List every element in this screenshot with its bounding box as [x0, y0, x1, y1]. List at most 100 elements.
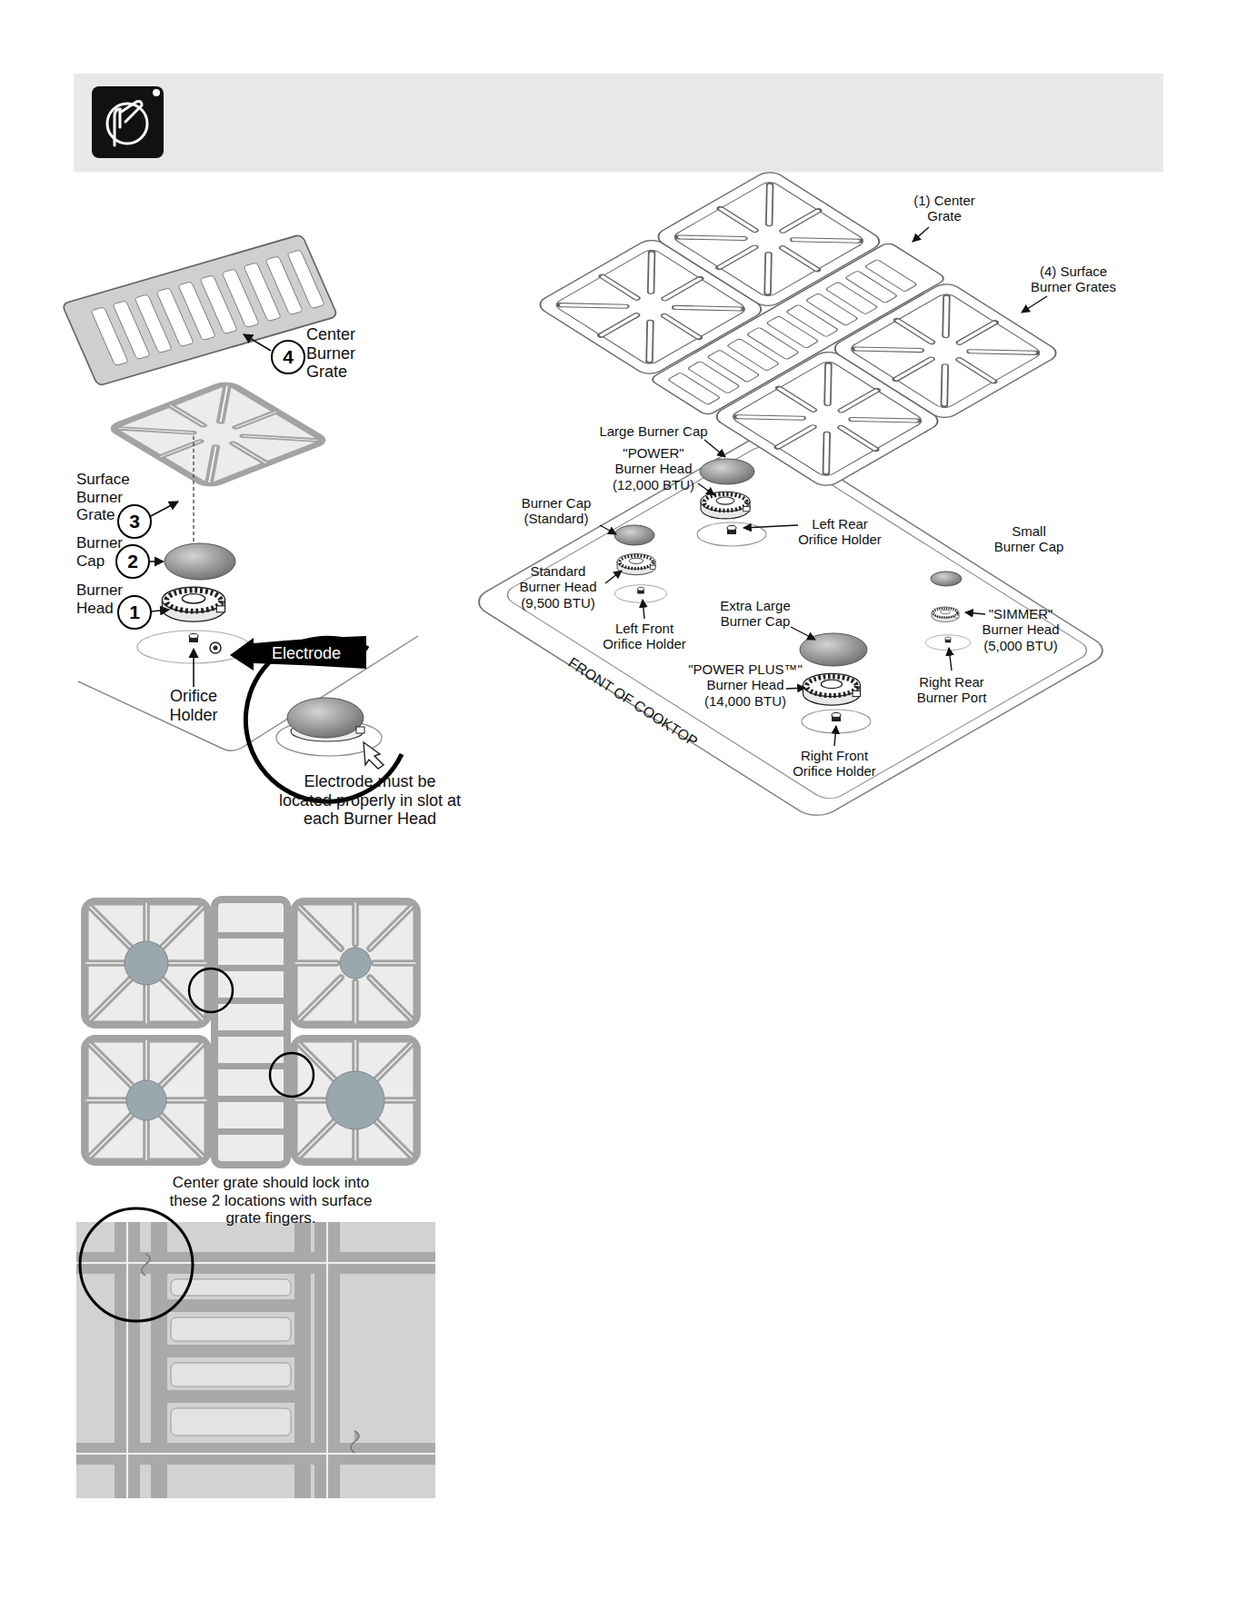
- part-label: "POWER" Burner Head (12,000 BTU): [608, 445, 699, 493]
- lock-detail: [170, 1279, 291, 1437]
- lock-detail: [167, 1299, 295, 1313]
- exploded-view: [109, 381, 327, 487]
- cooktop-overview: [699, 458, 755, 485]
- cooktop-overview: [532, 168, 1065, 491]
- cooktop-overview: [931, 607, 959, 623]
- grate-top-view: [218, 1128, 284, 1136]
- lock-detail: [76, 1208, 436, 1499]
- cooktop-overview: [617, 554, 656, 576]
- lock-detail: [170, 1408, 291, 1437]
- grate-top-view: [84, 1038, 208, 1162]
- cooktop-overview: [651, 169, 886, 310]
- grate-top-view: [218, 1096, 284, 1103]
- lock-detail: [76, 1453, 436, 1456]
- cooktop-overview: [615, 585, 668, 604]
- header-band: [73, 73, 1164, 172]
- lock-detail: [167, 1390, 295, 1404]
- cooktop-overview: [930, 571, 962, 587]
- node-text: Electrode: [255, 644, 341, 664]
- part-label: Right Front Orifice Holder: [784, 748, 885, 780]
- cooktop-overview: [948, 648, 952, 671]
- exploded-view: [356, 727, 365, 734]
- grate-top-view: [189, 968, 233, 1013]
- grate-top-view: [126, 1080, 167, 1121]
- grate-top-view: [269, 1053, 314, 1098]
- callout-number: 3: [117, 504, 152, 539]
- cooktop-overview: [698, 483, 715, 496]
- lock-detail: [326, 1222, 329, 1499]
- exploded-view: [61, 234, 419, 802]
- header-band: [73, 73, 1164, 172]
- cooktop-overview: [803, 673, 861, 706]
- lock-detail: [76, 1262, 436, 1265]
- callout-number: 2: [115, 544, 150, 579]
- lock-detail: [170, 1363, 291, 1387]
- grate-top-view: [214, 899, 288, 1166]
- exploded-view: [164, 543, 236, 580]
- exploded-view: [150, 609, 170, 612]
- electrode-arrow: Electrode: [229, 636, 367, 671]
- part-label: Orifice Holder: [152, 687, 235, 725]
- cooktop-overview: [786, 688, 806, 689]
- lock-detail: [76, 1222, 436, 1499]
- exploded-view: [162, 587, 226, 622]
- grate-top-view: [293, 901, 417, 1025]
- cooktop-overview: [599, 227, 1048, 747]
- part-label: Standard Burner Head (9,500 BTU): [512, 563, 604, 611]
- cooktop-overview: [697, 522, 767, 547]
- part-label: (1) Center Grate: [903, 192, 986, 225]
- callout-number: 4: [270, 339, 306, 375]
- arrow-shape: [229, 636, 367, 671]
- cooktop-overview: [700, 491, 750, 519]
- cooktop-overview: [931, 607, 959, 623]
- cooktop-overview: [743, 525, 799, 529]
- cooktop-overview: [925, 635, 970, 651]
- header-band: [91, 86, 164, 159]
- cooktop-overview: [1021, 296, 1048, 313]
- cooktop-overview: [912, 227, 929, 242]
- grate-top-view: [84, 1038, 208, 1162]
- lock-detail: [170, 1317, 291, 1342]
- exploded-view: [213, 646, 219, 651]
- grate-top-view: [293, 1038, 417, 1162]
- cooktop-overview: [605, 570, 622, 584]
- exploded-view: [192, 436, 194, 546]
- part-label: Burner Cap (Standard): [510, 495, 602, 528]
- grate-top-view: [293, 1038, 417, 1162]
- part-label: Center Burner Grate: [306, 325, 375, 382]
- exploded-view: [149, 334, 271, 688]
- grate-top-view: [124, 941, 169, 986]
- cooktop-overview: [704, 439, 726, 458]
- cooktop-overview: [615, 585, 668, 604]
- cooktop-overview: [614, 525, 655, 546]
- cooktop-overview: [642, 599, 645, 619]
- grate-top-view: [84, 901, 208, 1025]
- part-label: Left Front Orifice Holder: [597, 620, 692, 653]
- exploded-view: [149, 560, 164, 563]
- exploded-view: [189, 634, 199, 639]
- cooktop-overview: [828, 280, 1063, 422]
- grate-top-view: [218, 932, 284, 939]
- lock-detail: [126, 1222, 129, 1499]
- cooktop-overview: [499, 442, 1094, 803]
- exploded-view: [162, 587, 226, 622]
- part-label: Extra Large Burner Cap: [705, 598, 806, 630]
- grate-top-view: [339, 947, 371, 979]
- lock-detail: [79, 1208, 193, 1322]
- exploded-view: [192, 648, 195, 688]
- cooktop-overview: [468, 431, 1113, 822]
- cooktop-overview: [965, 612, 986, 615]
- part-label: "SIMMER" Burner Head (5,000 BTU): [975, 606, 1067, 654]
- part-label: (4) Surface Burner Grates: [1021, 263, 1127, 296]
- cooktop-overview: [864, 259, 918, 292]
- part-label: Large Burner Cap: [585, 423, 722, 439]
- cooktop-overview: [599, 525, 617, 535]
- exploded-view: [61, 234, 339, 387]
- cooktop-overview: [834, 726, 837, 747]
- cooktop-overview: [925, 635, 970, 651]
- cooktop-overview: [799, 633, 868, 667]
- grate-top-view: [218, 932, 284, 1136]
- cooktop-overview: [700, 491, 750, 519]
